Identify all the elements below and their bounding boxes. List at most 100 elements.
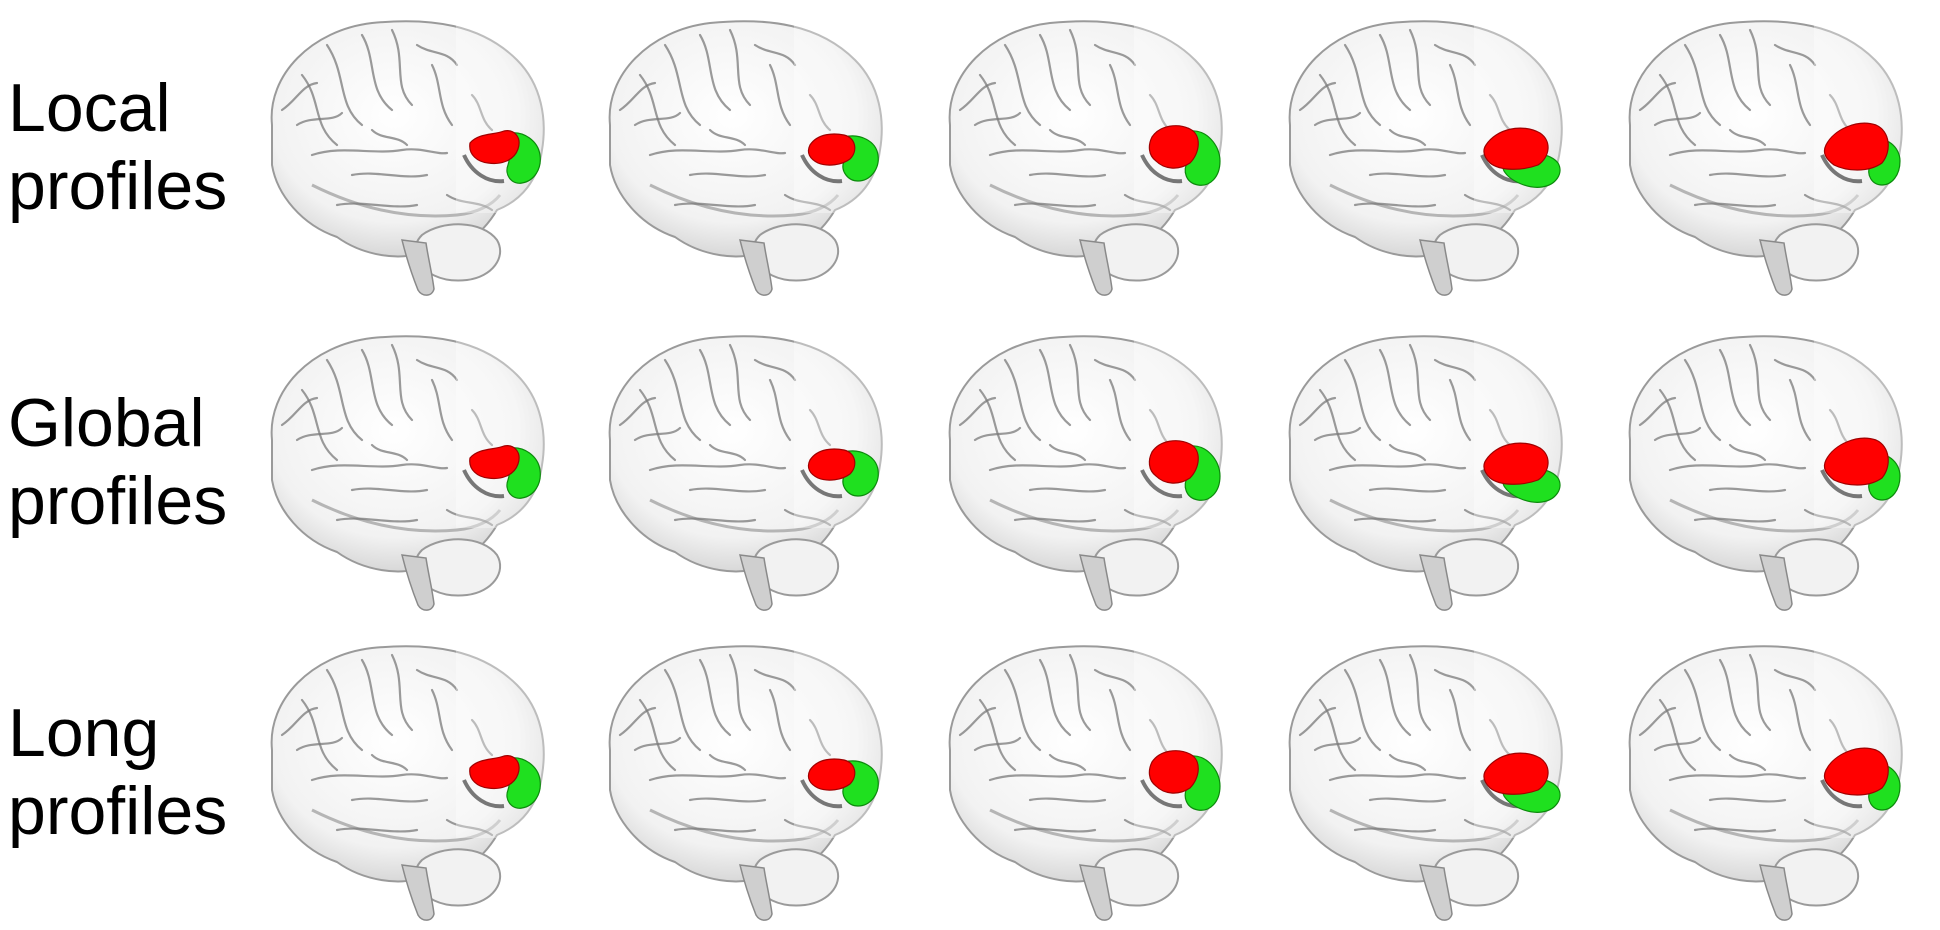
sulcus [978, 388, 1017, 462]
sulcus [753, 358, 797, 382]
temporal-edge [1669, 183, 1860, 218]
cut-plane [794, 648, 884, 838]
sulcus [335, 827, 419, 833]
red-region [1483, 752, 1549, 795]
sulcus [1013, 517, 1097, 523]
sulcus [978, 698, 1017, 772]
brain-surface-render [1628, 335, 1904, 611]
temporal-edge [311, 498, 502, 533]
sulcus [1318, 698, 1357, 772]
sulcus [958, 706, 997, 737]
sulcus [783, 818, 832, 837]
temporal-edge [311, 183, 502, 218]
sulcus [1638, 81, 1677, 112]
sulcus [1328, 463, 1467, 472]
sulcus [370, 443, 409, 462]
brain-panel [1260, 630, 1596, 930]
sulcus [390, 28, 414, 107]
sulcus [1048, 753, 1087, 772]
sulcus [1773, 358, 1817, 382]
brain-surface-render [270, 335, 546, 611]
sulcus [1048, 128, 1087, 147]
sulcus [470, 93, 494, 132]
sulcus [1448, 378, 1472, 442]
red-region [807, 133, 856, 166]
sulcus [1378, 348, 1412, 427]
brainstem [1419, 864, 1453, 921]
sulcus [430, 63, 454, 127]
brain-panel [242, 320, 578, 620]
sulcus [1653, 736, 1702, 752]
sulcus [300, 73, 339, 147]
shadow [800, 779, 843, 809]
brainstem [401, 864, 435, 921]
sulcus [673, 827, 757, 833]
brain-surface-render [1288, 20, 1564, 296]
sulcus [1013, 202, 1097, 208]
temporal-edge [1669, 498, 1860, 533]
sulcus [1048, 443, 1087, 462]
sulcus [430, 688, 454, 752]
brain-panel [1600, 5, 1936, 305]
sulcus [1353, 202, 1437, 208]
brain-surface-render [948, 335, 1224, 611]
sulcus [1803, 818, 1852, 837]
sulcus [1708, 487, 1787, 493]
sulcus [1093, 358, 1137, 382]
cut-plane [1814, 338, 1904, 528]
sulcus [1328, 148, 1467, 157]
sulcus [1108, 688, 1132, 752]
red-region [807, 758, 856, 791]
brainstem [1759, 239, 1793, 296]
sulcus [415, 358, 459, 382]
temporal-edge [1329, 808, 1520, 843]
sulcus [1123, 193, 1172, 212]
temporal-edge [1669, 808, 1860, 843]
brainstem [1079, 239, 1113, 296]
sulcus [1368, 797, 1447, 803]
sulcus [618, 81, 657, 112]
sulcus [1038, 658, 1072, 737]
sulcus [753, 43, 797, 67]
sulcus [370, 128, 409, 147]
sulcus [470, 718, 494, 757]
sulcus [1708, 172, 1787, 178]
sulcus [1638, 396, 1677, 427]
row-label-line2: profiles [8, 148, 228, 224]
sulcus [335, 202, 419, 208]
cut-plane [1134, 338, 1224, 528]
sulcus [360, 33, 394, 112]
sulcus [1788, 688, 1812, 752]
sulcus [988, 773, 1127, 782]
sulcus [708, 128, 747, 147]
brain-panel [1260, 5, 1596, 305]
sulcus [295, 426, 344, 442]
sulcus [1728, 128, 1767, 147]
sulcus [1353, 827, 1437, 833]
sulcus [1718, 348, 1752, 427]
cut-plane [1134, 648, 1224, 838]
sulcus [1653, 426, 1702, 442]
brain-panel [242, 5, 578, 305]
sulcus [973, 736, 1022, 752]
sulcus [1658, 698, 1697, 772]
sulcus [1313, 736, 1362, 752]
sulcus [1433, 43, 1477, 67]
sulcus [958, 81, 997, 112]
sulcus [1108, 63, 1132, 127]
temporal-edge [1329, 498, 1520, 533]
sulcus [1068, 653, 1092, 732]
sulcus [673, 517, 757, 523]
sulcus [618, 396, 657, 427]
sulcus [1408, 28, 1432, 107]
red-region [469, 755, 520, 790]
row-label: Local profiles [8, 69, 238, 225]
red-region [807, 448, 856, 481]
sulcus [430, 378, 454, 442]
red-region [469, 130, 520, 165]
sulcus [1368, 172, 1447, 178]
sulcus [1028, 172, 1107, 178]
sulcus [1093, 43, 1137, 67]
sulcus [325, 43, 364, 127]
